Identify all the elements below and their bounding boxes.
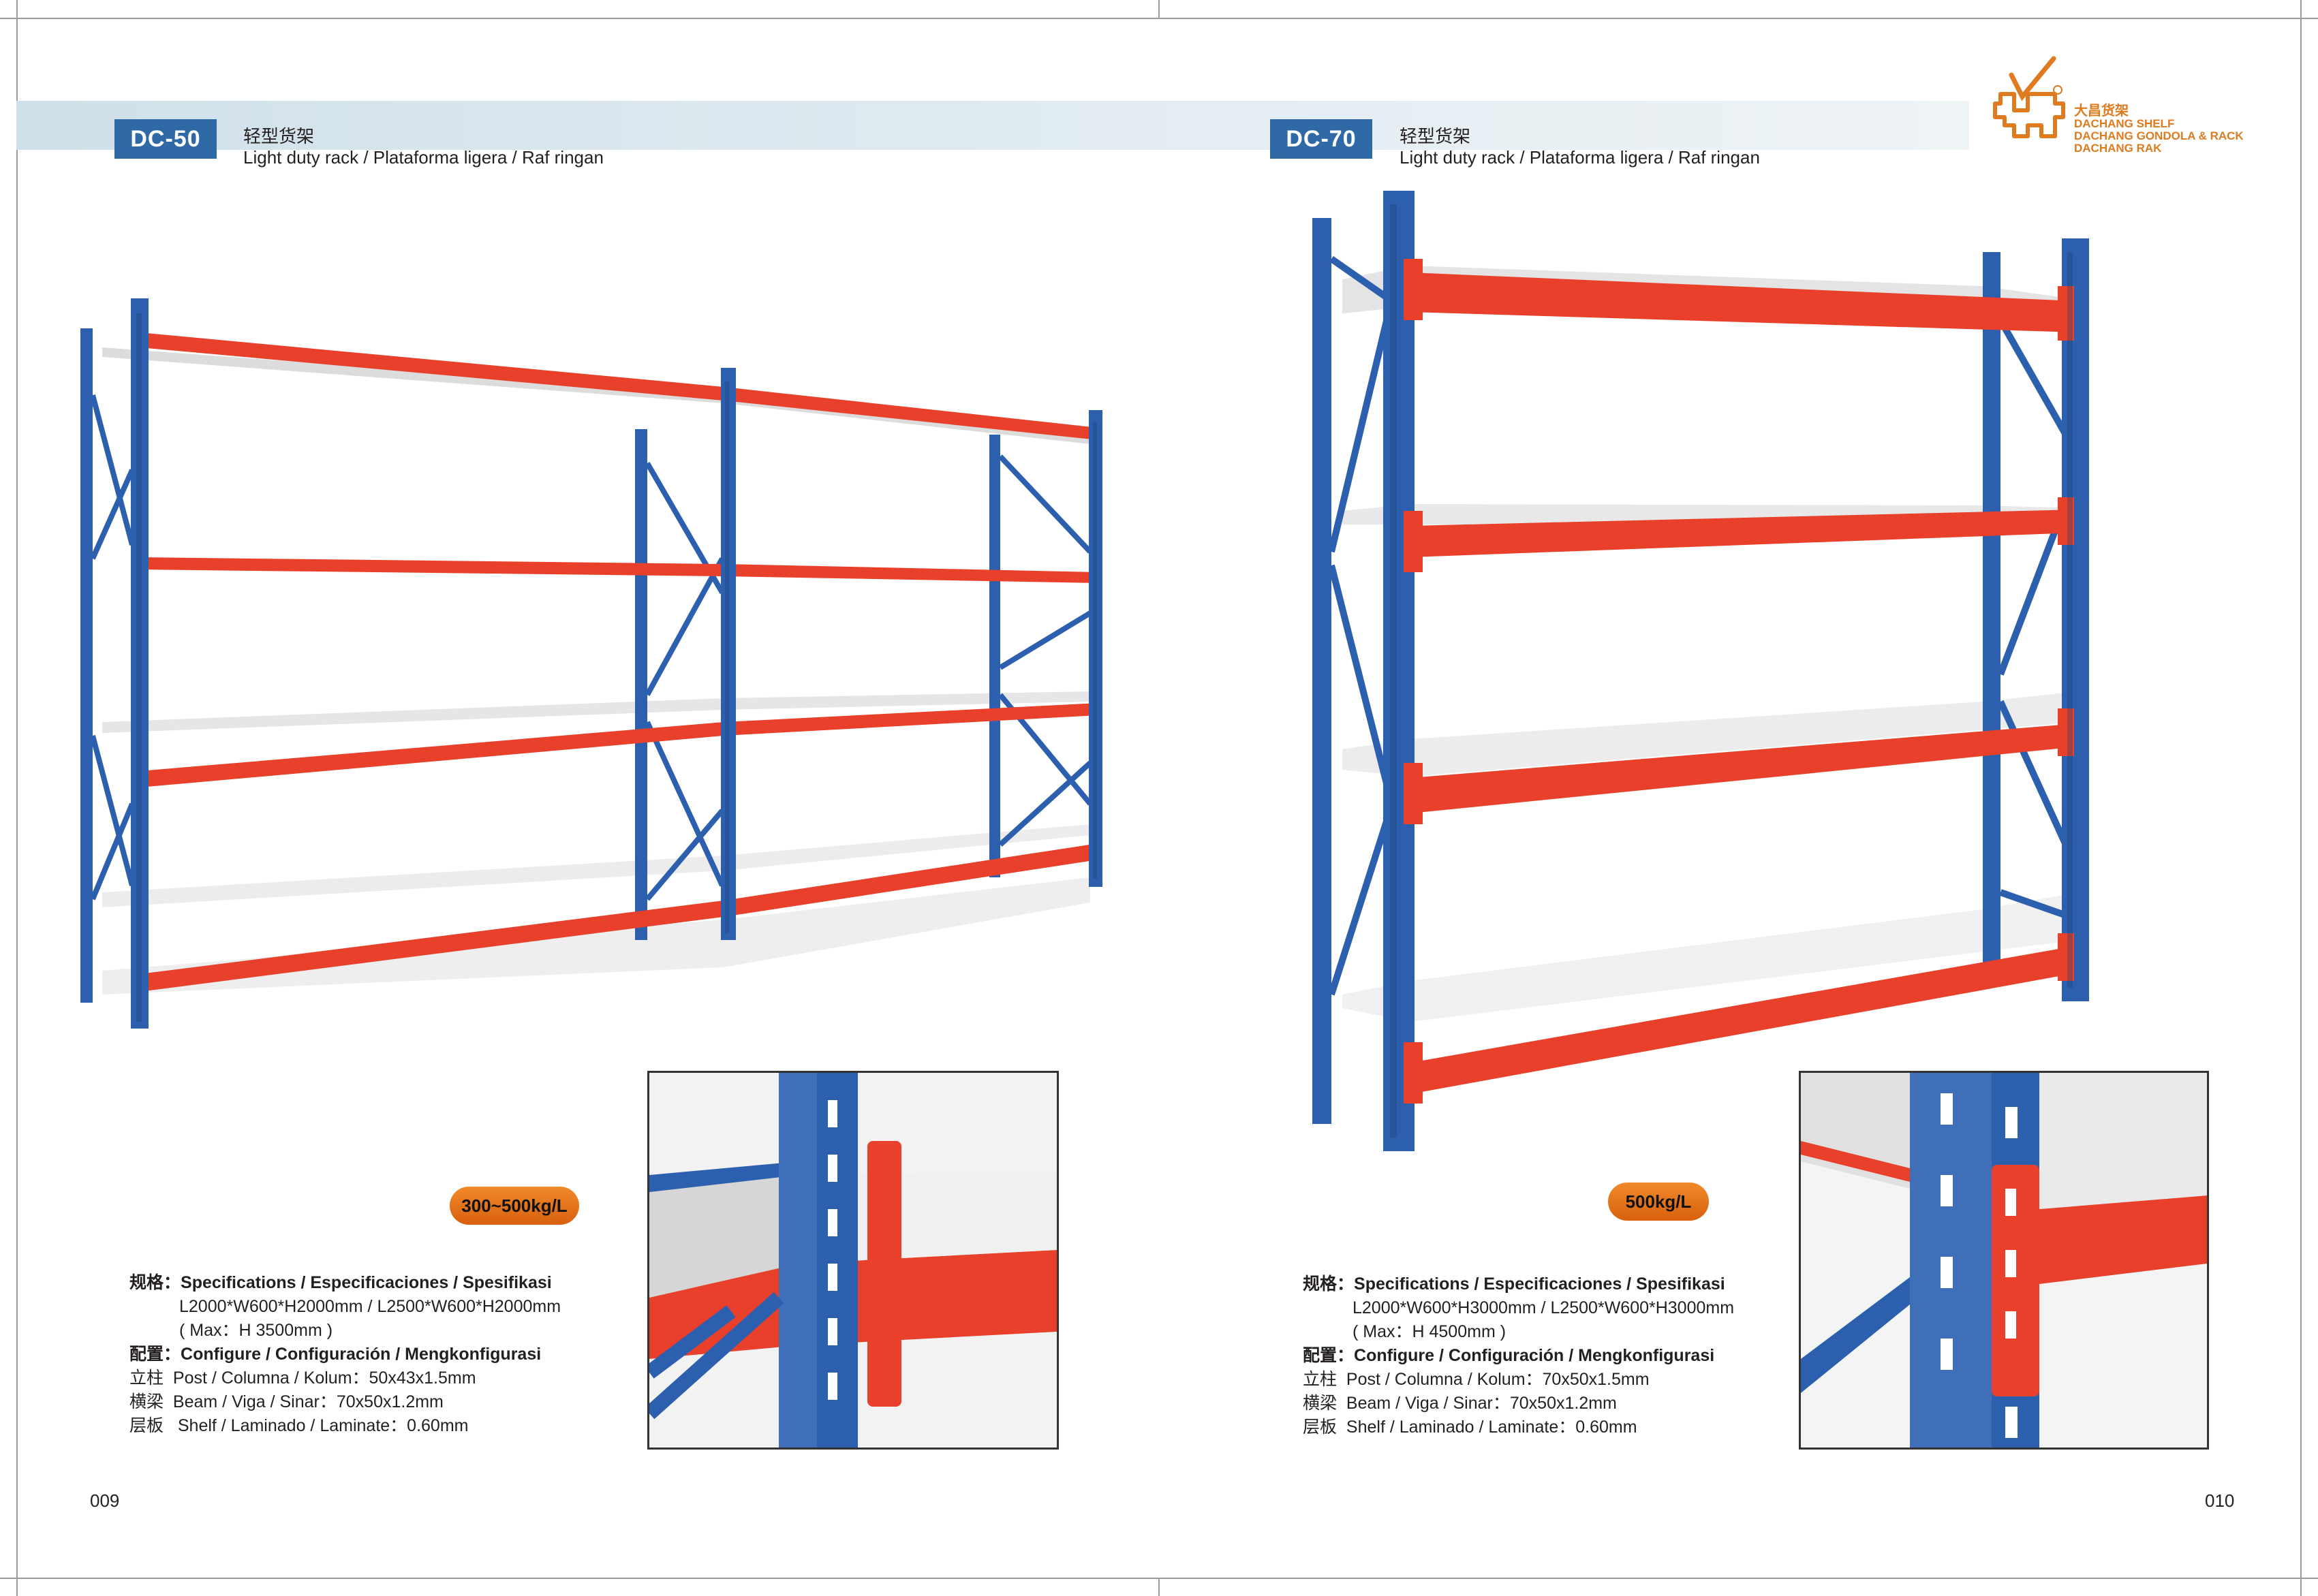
model-badge-dc50: DC-50 xyxy=(114,119,217,159)
config-shelf: 层板 Shelf / Laminado / Laminate：0.60mm xyxy=(129,1416,469,1435)
beam xyxy=(1410,945,2078,1094)
page-number-left: 009 xyxy=(90,1490,120,1511)
spec-heading: 规格：Specifications / Especificaciones / S… xyxy=(129,1273,552,1292)
header-band xyxy=(16,101,1969,150)
rack-photo-dc50 xyxy=(80,298,1102,1029)
post-front-right xyxy=(2062,238,2089,1001)
post-back-right xyxy=(1983,252,2000,974)
title-cn-left: 轻型货架 xyxy=(243,126,315,146)
brace xyxy=(1328,255,1393,996)
crop-mark-left xyxy=(16,0,18,1596)
post-back-left xyxy=(1312,218,1331,1124)
load-badge-dc50: 300~500kg/L xyxy=(450,1187,579,1225)
shelf-panel xyxy=(102,824,1090,907)
brand-line-3: DACHANG RAK xyxy=(2074,142,2162,155)
detail-photo-dc50 xyxy=(647,1071,1059,1450)
title-en-right: Light duty rack / Plataforma ligera / Ra… xyxy=(1400,147,1760,168)
brace xyxy=(1997,318,2082,923)
post-back-left xyxy=(80,328,93,1003)
beam xyxy=(1410,272,2078,332)
beam xyxy=(139,703,1098,787)
brand-line-1: DACHANG SHELF xyxy=(2074,117,2175,130)
beam xyxy=(139,332,1098,440)
post-back-right xyxy=(989,435,1000,877)
spec-block-dc70: 规格：Specifications / Especificaciones / S… xyxy=(1303,1272,1734,1439)
post-back-mid xyxy=(635,429,647,940)
shelf-panel xyxy=(102,347,1090,444)
post-front-mid xyxy=(721,368,736,940)
beam xyxy=(1410,723,2078,813)
brace xyxy=(998,454,1093,847)
shelf-panel xyxy=(102,877,1090,995)
detail-photo-dc70 xyxy=(1799,1071,2209,1450)
rack-photo-dc70 xyxy=(1312,191,2089,1151)
post-front-right xyxy=(1089,410,1102,887)
spec-block-dc50: 规格：Specifications / Especificaciones / S… xyxy=(129,1271,561,1438)
spec-sizes: L2000*W600*H3000mm / L2500*W600*H3000mm xyxy=(1353,1298,1735,1317)
title-en-left: Light duty rack / Plataforma ligera / Ra… xyxy=(243,147,604,168)
shelf-panel xyxy=(102,691,1090,733)
spec-max: ( Max：H 4500mm ) xyxy=(1353,1322,1506,1341)
crop-mark-center-top xyxy=(1158,0,1160,19)
model-badge-dc70: DC-70 xyxy=(1270,119,1372,159)
spec-heading: 规格：Specifications / Especificaciones / S… xyxy=(1303,1274,1725,1294)
brand-logo-icon xyxy=(1993,56,2065,138)
crop-mark-center-bottom xyxy=(1158,1578,1160,1596)
shelf-panel xyxy=(1342,892,2078,1022)
spec-sizes: L2000*W600*H2000mm / L2500*W600*H2000mm xyxy=(179,1297,561,1316)
config-beam: 横梁 Beam / Viga / Sinar：70x50x1.2mm xyxy=(1303,1394,1617,1413)
shelf-panel xyxy=(1342,691,2078,777)
beam xyxy=(139,557,1098,583)
beam xyxy=(1410,510,2078,557)
config-heading: 配置：Configure / Configuración / Mengkonfi… xyxy=(1303,1346,1715,1365)
brand-line-2: DACHANG GONDOLA & RACK xyxy=(2074,129,2244,142)
brand-name-cn: 大昌货架 xyxy=(2074,104,2129,119)
beam xyxy=(139,843,1098,992)
crop-mark-right xyxy=(2300,0,2302,1596)
page-number-right: 010 xyxy=(2205,1490,2235,1511)
config-beam: 横梁 Beam / Viga / Sinar：70x50x1.2mm xyxy=(129,1392,444,1411)
post-front-left xyxy=(131,298,149,1029)
spec-max: ( Max：H 3500mm ) xyxy=(179,1321,333,1340)
brace xyxy=(90,394,135,901)
title-cn-right: 轻型货架 xyxy=(1400,126,1471,146)
config-post: 立柱 Post / Columna / Kolum：50x43x1.5mm xyxy=(129,1368,476,1388)
config-heading: 配置：Configure / Configuración / Mengkonfi… xyxy=(129,1345,542,1364)
load-badge-dc70: 500kg/L xyxy=(1608,1183,1709,1221)
config-shelf: 层板 Shelf / Laminado / Laminate：0.60mm xyxy=(1303,1418,1637,1437)
config-post: 立柱 Post / Columna / Kolum：70x50x1.5mm xyxy=(1303,1370,1650,1389)
brace xyxy=(645,461,725,901)
post-front-left xyxy=(1383,191,1415,1151)
